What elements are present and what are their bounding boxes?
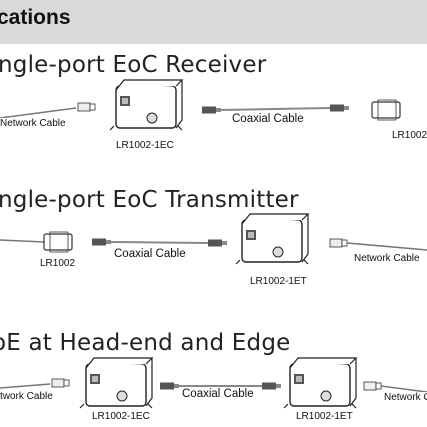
section-header-bar: cations (0, 0, 427, 44)
label-device-lr1002-1ec: LR1002-1EC (92, 411, 150, 422)
label-device-lr1002: LR1002 (40, 258, 76, 269)
section-header-title: cations (0, 6, 71, 29)
label-coaxial-cable: Coaxial Cable (112, 248, 188, 260)
label-device-lr1002-1et: LR1002-1ET (250, 276, 307, 287)
lr1002-device-icon (43, 231, 73, 253)
section-title-transmitter: ngle-port EoC Transmitter (0, 187, 299, 213)
coax-connector-icon (92, 238, 111, 246)
eoc-device-icon (235, 213, 309, 265)
coax-connector-icon (208, 239, 227, 247)
eoc-device-icon (79, 357, 153, 409)
rj45-connector-icon (51, 378, 70, 388)
section-title-receiver: ngle-port EoC Receiver (0, 52, 267, 78)
diagram-receiver (0, 79, 401, 131)
label-coaxial-cable: Coaxial Cable (230, 113, 306, 125)
rj45-connector-icon (363, 381, 382, 391)
label-device-lr1002-1et: LR1002-1ET (296, 411, 353, 422)
label-coaxial-cable: Coaxial Cable (180, 388, 256, 400)
label-device-lr1002-1ec: LR1002-1EC (116, 140, 174, 151)
label-network-cable: Network Cable (354, 253, 420, 264)
label-device-lr1002: LR1002 (392, 130, 427, 141)
coax-connector-icon (262, 382, 281, 390)
label-network-cable: Network Ca (384, 392, 427, 403)
rj45-connector-icon (329, 238, 348, 248)
section-title-head-end-edge: oE at Head-end and Edge (0, 330, 291, 356)
diagram-head-end-edge (0, 357, 427, 409)
label-network-cable: Network Cable (0, 118, 68, 129)
eoc-device-icon (283, 357, 357, 409)
coax-connector-icon (202, 106, 221, 114)
rj45-connector-icon (77, 102, 96, 112)
eoc-device-icon (109, 79, 183, 131)
diagram-transmitter (0, 213, 427, 265)
coax-connector-icon (160, 382, 179, 390)
coax-connector-icon (330, 104, 349, 112)
lr1002-device-icon (371, 99, 401, 121)
label-network-cable: twork Cable (0, 391, 53, 402)
